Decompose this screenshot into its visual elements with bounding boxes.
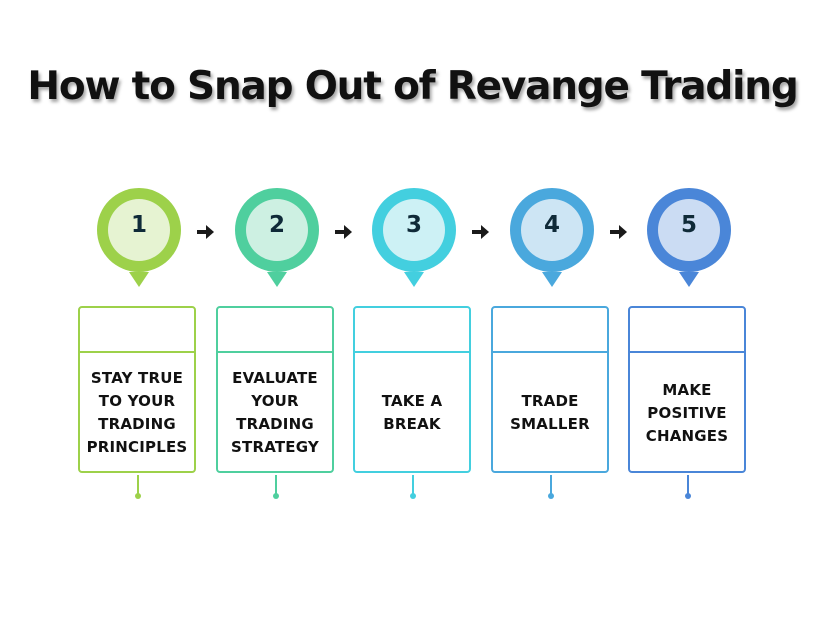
connector-dot xyxy=(548,493,554,499)
step-marker-5: 5 xyxy=(643,188,735,288)
step-card: STAY TRUE TO YOUR TRADING PRINCIPLES xyxy=(78,306,196,473)
step-number: 5 xyxy=(680,212,697,238)
card-divider xyxy=(493,351,607,353)
step-card: MAKE POSITIVE CHANGES xyxy=(628,306,746,473)
map-pin-icon xyxy=(510,188,594,287)
connector-line xyxy=(412,475,414,495)
connector-line xyxy=(275,475,277,495)
step-card: EVALUATE YOUR TRADING STRATEGY xyxy=(216,306,334,473)
step-number: 4 xyxy=(543,212,560,238)
connector-line xyxy=(687,475,689,495)
card-divider xyxy=(630,351,744,353)
map-pin-icon xyxy=(647,188,731,287)
map-pin-icon xyxy=(97,188,181,287)
connector-dot xyxy=(410,493,416,499)
step-marker-2: 2 xyxy=(231,188,323,288)
card-divider xyxy=(355,351,469,353)
diagram-title: How to Snap Out of Revange Trading xyxy=(27,64,798,109)
arrow-right-icon xyxy=(610,224,628,240)
step-marker-1: 1 xyxy=(93,188,185,288)
card-divider xyxy=(218,351,332,353)
step-number: 3 xyxy=(405,212,422,238)
step-marker-4: 4 xyxy=(506,188,598,288)
card-divider xyxy=(80,351,194,353)
map-pin-icon xyxy=(235,188,319,287)
connector-dot xyxy=(273,493,279,499)
map-pin-icon xyxy=(372,188,456,287)
step-card: TRADE SMALLER xyxy=(491,306,609,473)
connector-dot xyxy=(135,493,141,499)
arrow-right-icon xyxy=(197,224,215,240)
connector-line xyxy=(550,475,552,495)
step-label: TAKE A BREAK xyxy=(381,392,443,433)
arrow-right-icon xyxy=(472,224,490,240)
step-label: STAY TRUE TO YOUR TRADING PRINCIPLES xyxy=(86,369,188,456)
step-card: TAKE A BREAK xyxy=(353,306,471,473)
arrow-right-icon xyxy=(335,224,353,240)
step-number: 2 xyxy=(268,212,285,238)
step-label: EVALUATE YOUR TRADING STRATEGY xyxy=(231,369,319,456)
connector-line xyxy=(137,475,139,495)
connector-dot xyxy=(685,493,691,499)
step-label: MAKE POSITIVE CHANGES xyxy=(645,380,729,445)
step-label: TRADE SMALLER xyxy=(510,392,590,433)
step-number: 1 xyxy=(130,212,147,238)
step-marker-3: 3 xyxy=(368,188,460,288)
